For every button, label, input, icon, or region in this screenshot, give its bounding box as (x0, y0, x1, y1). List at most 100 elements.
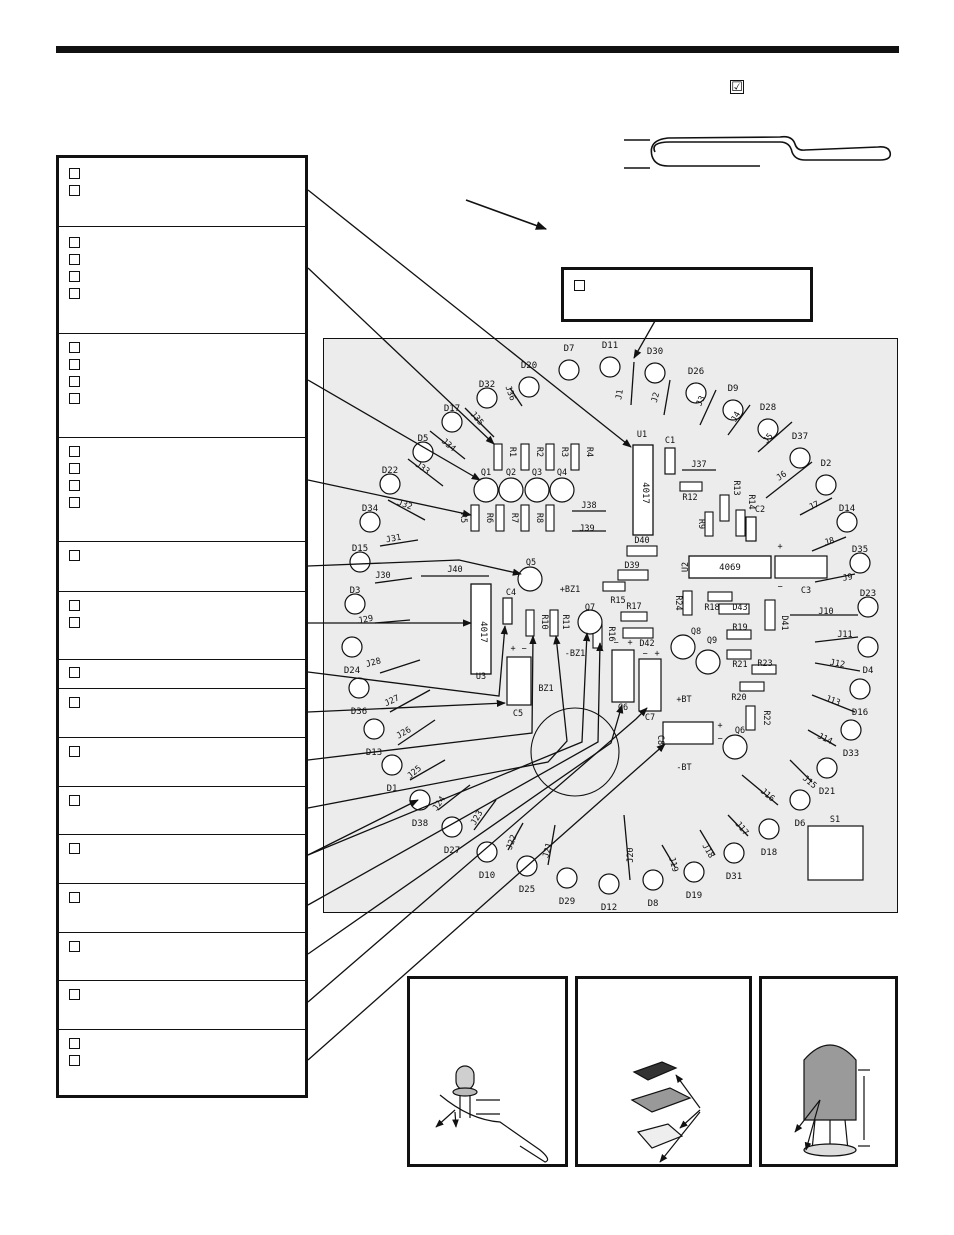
board-marking: − (717, 734, 722, 744)
led-d4 (857, 636, 879, 658)
led-label: D1 (387, 784, 398, 794)
board-marking: − (777, 582, 782, 592)
checkbox[interactable] (69, 463, 80, 474)
resistor-label: R17 (626, 602, 641, 612)
resistor-label: R21 (732, 660, 747, 670)
leader-line (307, 635, 537, 761)
led-label: D3 (350, 586, 361, 596)
ic-label: U1 (637, 430, 647, 440)
checkbox[interactable] (69, 843, 80, 854)
checkbox[interactable] (69, 168, 80, 179)
checkbox[interactable] (69, 795, 80, 806)
resistor-label: R4 (584, 447, 594, 457)
jumper-label: J39 (579, 524, 594, 534)
checkbox[interactable] (69, 342, 80, 353)
checkbox[interactable] (69, 697, 80, 708)
ic-u3 (470, 583, 492, 675)
jumper-j6 (765, 461, 813, 499)
jumper-j36 (509, 387, 523, 407)
leader-line (307, 267, 495, 445)
board-marking: − (521, 644, 526, 654)
checkbox[interactable] (69, 989, 80, 1000)
checkbox[interactable] (69, 359, 80, 370)
led-label: D24 (344, 666, 360, 676)
jumper-j30 (374, 577, 413, 584)
led-label: D23 (860, 589, 876, 599)
leader-line (307, 699, 506, 713)
ic-part-number: 4069 (719, 563, 741, 573)
led-label: D32 (479, 380, 495, 390)
checkbox[interactable] (69, 892, 80, 903)
ic-socket-illustration (630, 1061, 701, 1163)
diode-d42 (622, 627, 654, 639)
resistor-r20 (739, 681, 765, 692)
checkbox[interactable] (69, 1038, 80, 1049)
capacitor-label: C7 (645, 713, 655, 723)
capacitor-c7 (638, 658, 662, 712)
leader-line (307, 379, 481, 481)
ic-part-number: 4017 (478, 621, 488, 643)
checkbox[interactable] (69, 1055, 80, 1066)
diode-d41 (764, 599, 776, 631)
checkbox[interactable] (69, 446, 80, 457)
led-label: D12 (601, 903, 617, 913)
board-marking: − (642, 649, 647, 659)
checkbox[interactable] (69, 497, 80, 508)
resistor-label: R15 (610, 596, 625, 606)
resistor-label: R6 (484, 513, 494, 523)
capacitor-label: C6 (618, 703, 628, 713)
led-d6 (789, 789, 811, 811)
led-d34 (359, 511, 381, 533)
ic-part-number: 4017 (640, 482, 650, 504)
jumper-j13 (811, 694, 856, 713)
resistor-r14 (735, 509, 746, 537)
checkbox[interactable] (69, 667, 80, 678)
checkbox[interactable] (69, 550, 80, 561)
checkbox[interactable] (69, 393, 80, 404)
checkbox[interactable] (69, 746, 80, 757)
step-checklist (56, 155, 308, 1098)
led-d1 (381, 754, 403, 776)
step-13 (59, 933, 305, 981)
resistor-label: R1 (507, 447, 517, 457)
checkbox[interactable] (69, 237, 80, 248)
capacitor-c6 (611, 649, 635, 703)
transistor-label: Q2 (506, 468, 516, 478)
resistor-label: R19 (732, 623, 747, 633)
step-9 (59, 738, 305, 787)
checkbox[interactable] (69, 376, 80, 387)
led-d32 (476, 387, 498, 409)
jumper-label: J3 (694, 394, 707, 408)
led-label: D30 (647, 347, 663, 357)
jumper-label: J15 (800, 774, 818, 792)
resistor-r19 (726, 629, 752, 640)
jumper-label: J10 (818, 607, 833, 617)
checkbox[interactable] (574, 280, 585, 291)
checkbox[interactable] (69, 941, 80, 952)
jumper-label: J31 (385, 533, 402, 546)
checkbox[interactable] (69, 185, 80, 196)
jumper-label: J21 (541, 842, 555, 859)
checkbox[interactable] (69, 480, 80, 491)
resistor-r18 (707, 591, 733, 602)
resistor-r10 (525, 609, 535, 637)
checkbox[interactable] (69, 600, 80, 611)
jumper-j19 (661, 844, 676, 868)
checkbox[interactable] (69, 271, 80, 282)
leader-line (307, 479, 472, 517)
top-rule (56, 46, 899, 53)
checkbox[interactable] (69, 254, 80, 265)
transistor-label: Q6 (735, 726, 745, 736)
checkbox[interactable] (69, 617, 80, 628)
led-label: D37 (792, 432, 808, 442)
jumper-label: J1 (614, 389, 626, 401)
capacitor-label: C2 (755, 505, 765, 515)
jumper-j9 (814, 573, 856, 583)
ic-label: U2 (681, 562, 691, 572)
led-label: D4 (863, 666, 874, 676)
switch-s1 (807, 825, 864, 881)
step-3 (59, 334, 305, 438)
checkbox[interactable] (69, 288, 80, 299)
jumper-label: J20 (626, 847, 636, 862)
